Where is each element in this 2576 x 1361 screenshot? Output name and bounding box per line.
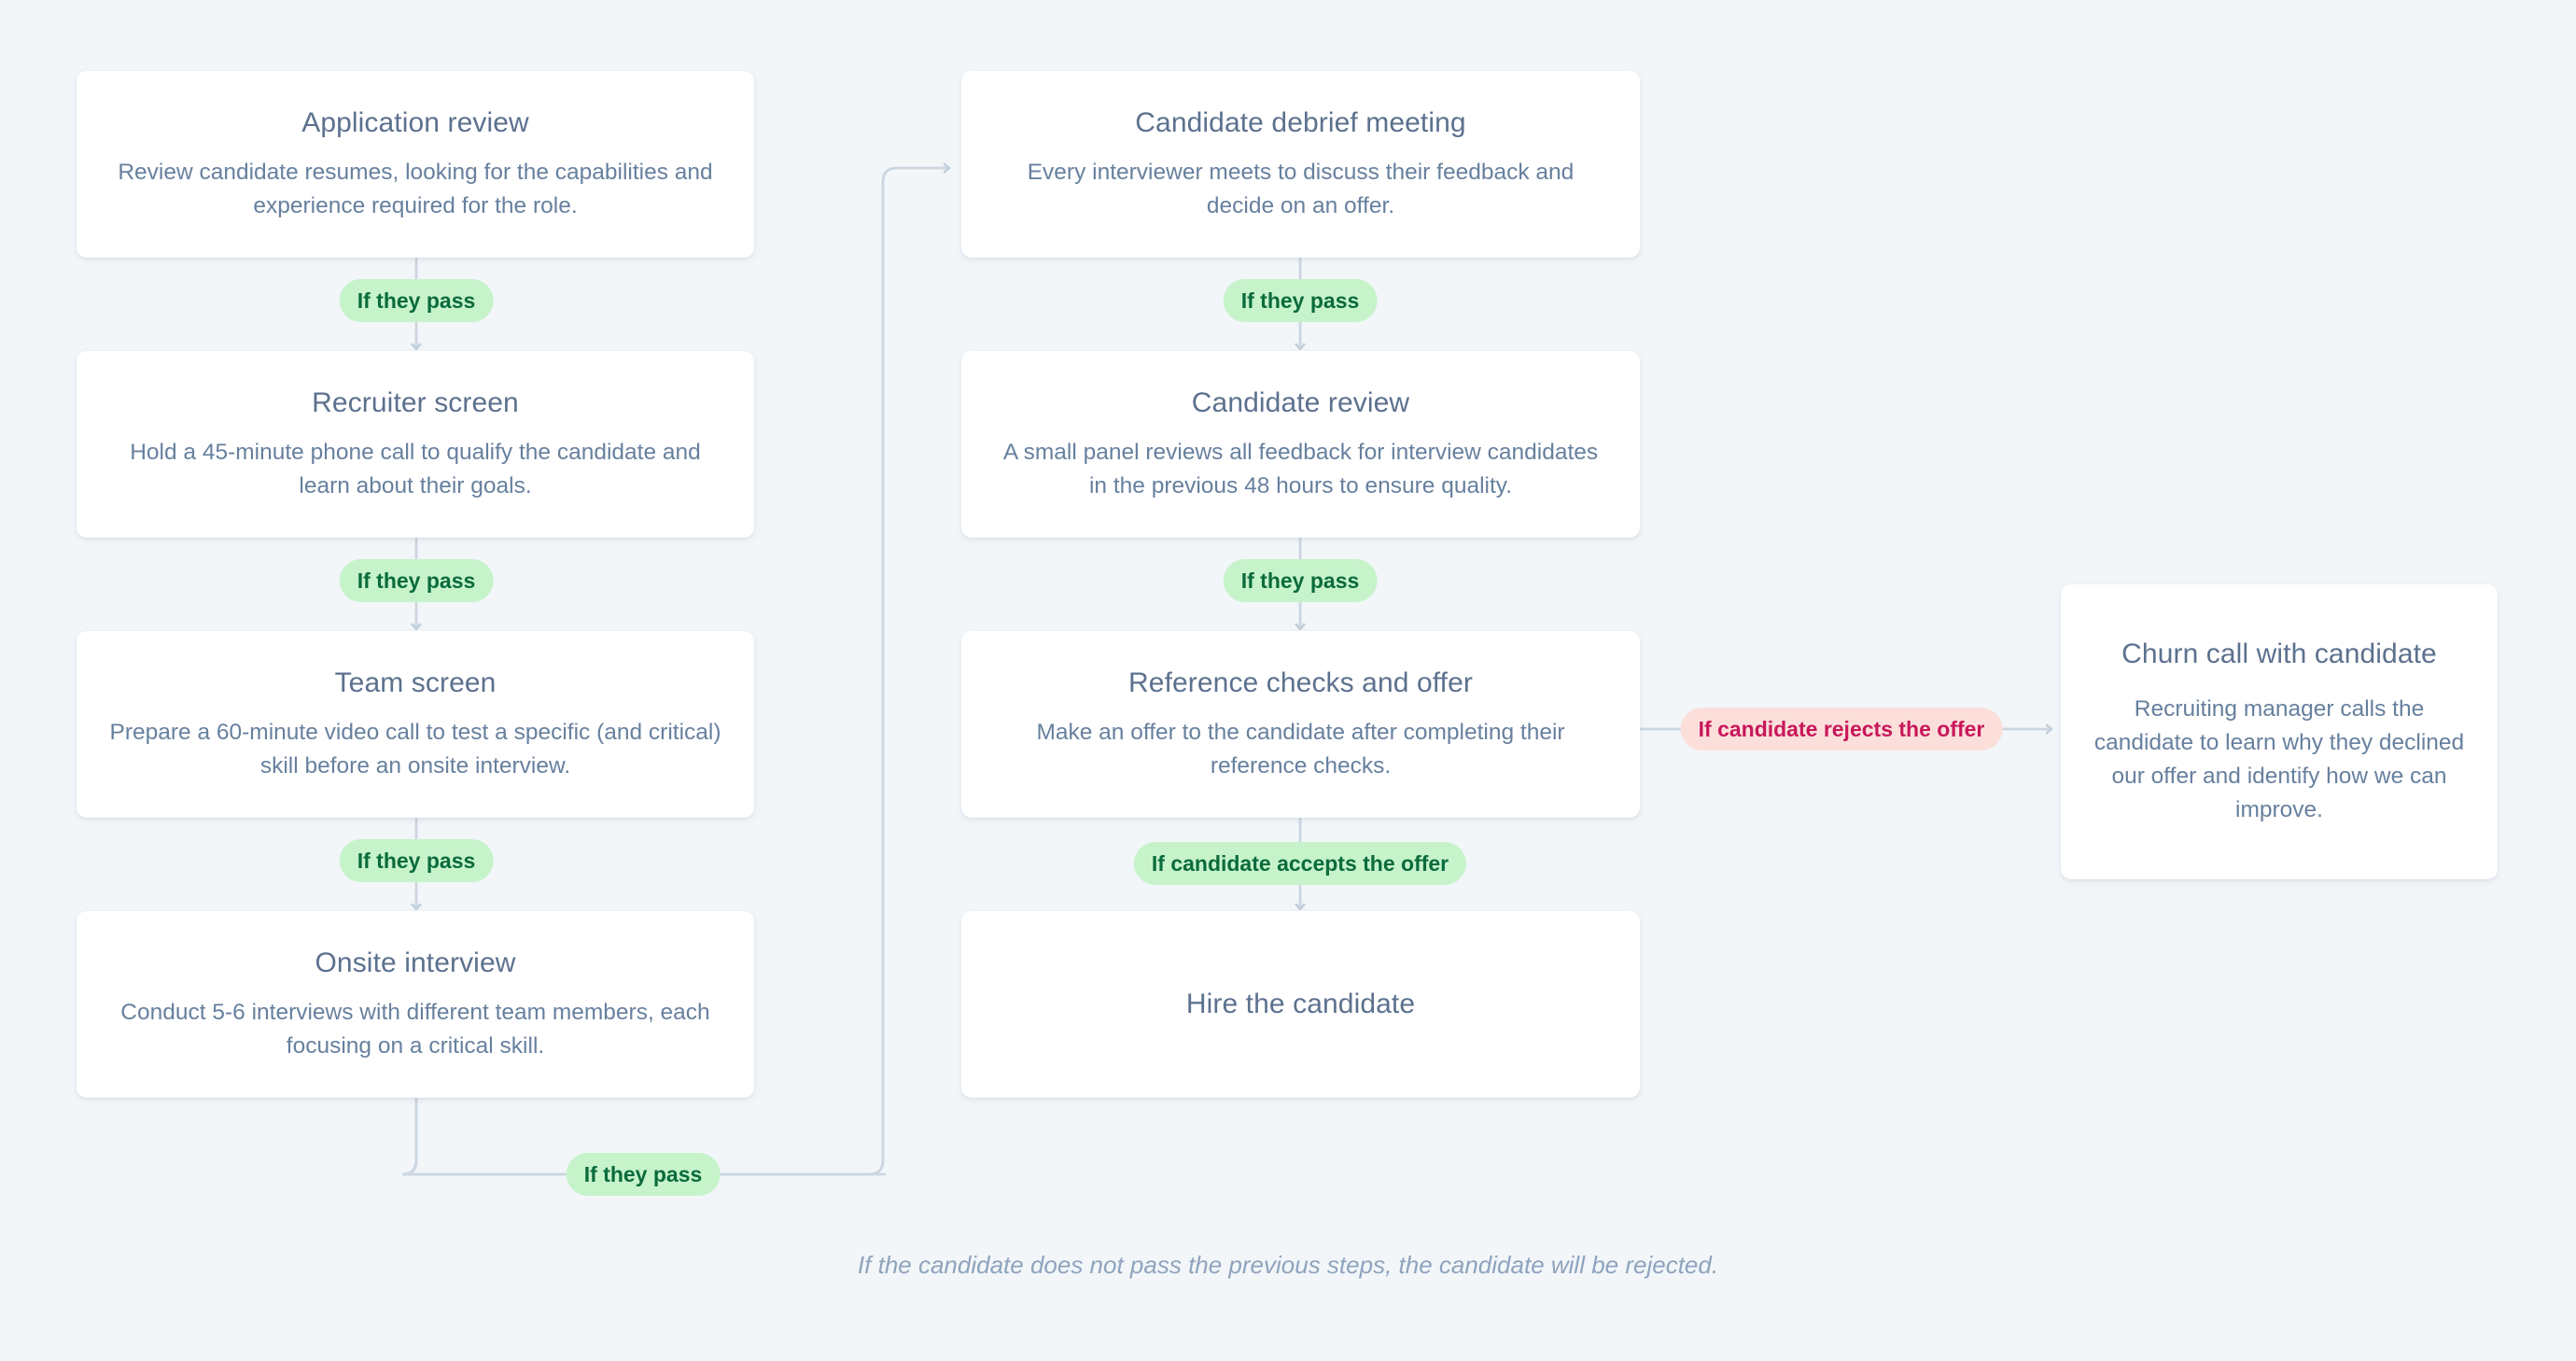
node-title: Churn call with candidate — [2121, 638, 2437, 670]
node-onsite-interview[interactable]: Onsite interview Conduct 5-6 interviews … — [77, 911, 754, 1098]
node-description: Recruiting manager calls the candidate t… — [2093, 695, 2465, 822]
node-description: Conduct 5-6 interviews with different te… — [120, 999, 710, 1059]
node-description: Review candidate resumes, looking for th… — [118, 159, 713, 218]
node-description: Every interviewer meets to discuss their… — [1027, 159, 1575, 218]
edge-label-candidate-debrief-meeting-to-candidate-review[interactable]: If they pass — [1223, 279, 1378, 322]
edge-label-application-review-to-recruiter-screen[interactable]: If they pass — [339, 279, 494, 322]
node-title: Team screen — [334, 667, 497, 699]
node-title: Onsite interview — [315, 947, 516, 979]
node-candidate-review[interactable]: Candidate review A small panel reviews a… — [961, 351, 1640, 538]
edge-label-onsite-interview-to-candidate-debrief-meeting[interactable]: If they pass — [566, 1153, 721, 1196]
edge-label-recruiter-screen-to-team-screen[interactable]: If they pass — [339, 559, 494, 602]
node-team-screen[interactable]: Team screen Prepare a 60-minute video ca… — [77, 631, 754, 818]
node-application-review[interactable]: Application review Review candidate resu… — [77, 71, 754, 258]
node-candidate-debrief-meeting[interactable]: Candidate debrief meeting Every intervie… — [961, 71, 1640, 258]
node-description: Hold a 45-minute phone call to qualify t… — [130, 439, 701, 498]
node-title: Candidate debrief meeting — [1135, 107, 1466, 139]
edge-label-candidate-review-to-reference-checks[interactable]: If they pass — [1223, 559, 1378, 602]
node-description: A small panel reviews all feedback for i… — [1002, 439, 1599, 498]
node-title: Recruiter screen — [312, 387, 519, 419]
edge-label-reference-checks-to-hire[interactable]: If candidate accepts the offer — [1133, 842, 1467, 885]
node-title: Reference checks and offer — [1128, 667, 1473, 699]
footnote: If the candidate does not pass the previ… — [857, 1251, 1719, 1279]
node-recruiter-screen[interactable]: Recruiter screen Hold a 45-minute phone … — [77, 351, 754, 538]
node-title: Application review — [301, 107, 529, 139]
node-description: Make an offer to the candidate after com… — [1036, 719, 1565, 779]
node-reference-checks-and-offer[interactable]: Reference checks and offer Make an offer… — [961, 631, 1640, 818]
edge-label-reference-checks-to-churn-call[interactable]: If candidate rejects the offer — [1680, 708, 2003, 751]
node-description: Prepare a 60-minute video call to test a… — [109, 719, 721, 779]
node-title: Hire the candidate — [1185, 989, 1416, 1020]
node-churn-call-with-candidate[interactable]: Churn call with candidate Recruiting man… — [2061, 584, 2498, 879]
node-hire-the-candidate[interactable]: Hire the candidate — [961, 911, 1640, 1098]
node-title: Candidate review — [1191, 387, 1410, 419]
edge-label-team-screen-to-onsite-interview[interactable]: If they pass — [339, 839, 494, 882]
connector-onsite-interview-segment-left — [401, 1096, 418, 1176]
